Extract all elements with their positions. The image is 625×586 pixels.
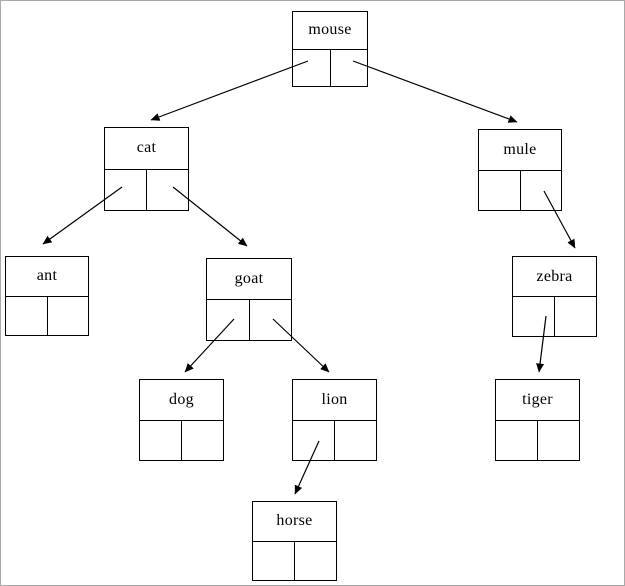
node-label: ant — [6, 257, 88, 297]
tree-node-mouse: mouse — [292, 11, 368, 87]
node-label: tiger — [496, 380, 579, 421]
right-pointer-cell — [295, 542, 336, 581]
left-pointer-cell — [293, 420, 335, 460]
tree-node-lion: lion — [292, 379, 377, 461]
left-pointer-cell — [496, 420, 538, 460]
pointer-cells — [253, 541, 336, 581]
edge-mouse-mule — [352, 60, 518, 123]
left-pointer-cell — [6, 296, 48, 335]
tree-node-zebra: zebra — [512, 256, 597, 337]
left-pointer-cell — [140, 420, 182, 460]
right-pointer-cell — [250, 300, 292, 340]
pointer-cells — [479, 170, 562, 211]
node-label: mule — [479, 130, 561, 171]
right-pointer-cell — [147, 170, 188, 211]
edge-mouse-cat — [150, 60, 309, 121]
node-label: goat — [207, 259, 291, 300]
right-pointer-cell — [555, 297, 596, 336]
left-pointer-cell — [293, 49, 331, 86]
tree-node-horse: horse — [252, 501, 337, 581]
left-pointer-cell — [105, 169, 147, 210]
pointer-cells — [207, 300, 291, 340]
node-label: horse — [253, 502, 336, 542]
right-pointer-cell — [182, 421, 223, 461]
pointer-cells — [140, 420, 223, 461]
right-pointer-cell — [335, 421, 376, 461]
tree-node-ant: ant — [5, 256, 89, 336]
tree-node-mule: mule — [478, 129, 562, 211]
left-pointer-cell — [479, 170, 521, 210]
left-pointer-cell — [513, 297, 555, 336]
right-pointer-cell — [538, 421, 579, 461]
node-label: dog — [140, 380, 223, 421]
node-label: cat — [105, 128, 188, 170]
tree-node-cat: cat — [104, 127, 189, 211]
pointer-cells — [293, 49, 368, 87]
pointer-cells — [293, 420, 376, 461]
tree-node-tiger: tiger — [495, 379, 580, 461]
left-pointer-cell — [253, 541, 295, 580]
left-pointer-cell — [207, 300, 250, 340]
pointer-cells — [513, 297, 596, 336]
right-pointer-cell — [521, 171, 562, 211]
pointer-cells — [105, 169, 188, 211]
node-label: mouse — [293, 12, 367, 50]
tree-node-dog: dog — [139, 379, 224, 461]
pointer-cells — [6, 296, 89, 336]
pointer-cells — [496, 420, 579, 461]
right-pointer-cell — [48, 297, 89, 336]
node-label: zebra — [513, 257, 596, 297]
right-pointer-cell — [331, 50, 368, 87]
tree-node-goat: goat — [206, 258, 292, 341]
node-label: lion — [293, 380, 376, 421]
